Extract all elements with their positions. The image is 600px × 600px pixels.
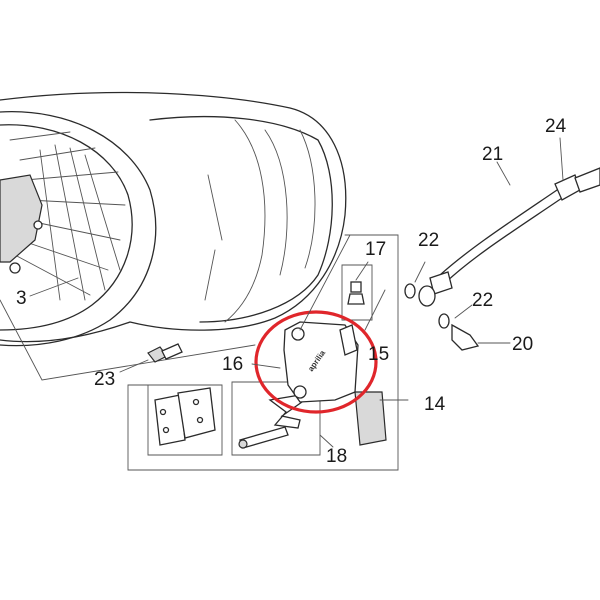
bleed-cap	[350, 281, 362, 293]
hose-end	[574, 167, 600, 193]
bolt-shank	[161, 343, 183, 360]
callout-21: 21	[482, 144, 503, 165]
banjo-bolt-20	[451, 323, 480, 351]
callout-20: 20	[512, 334, 533, 355]
hub-bolt	[9, 262, 21, 274]
bleed-screw	[347, 281, 365, 305]
rim-inner	[0, 124, 133, 331]
wheel-hub	[0, 174, 43, 263]
bolt-23	[147, 343, 183, 363]
pad-hole-2	[162, 426, 170, 434]
wheel-assembly	[0, 91, 347, 347]
callout-24: 24	[545, 116, 567, 137]
tread-groove-3	[299, 129, 316, 269]
brake-caliper: aprilia	[283, 289, 409, 446]
highlight-ring	[254, 310, 378, 414]
callout-16: 16	[222, 354, 243, 375]
leader-16	[251, 363, 281, 369]
leader-18	[319, 434, 334, 448]
washer-22b	[438, 313, 450, 329]
leader-22a	[414, 261, 426, 283]
bleed-box	[341, 264, 373, 321]
pad-hole-4	[196, 416, 204, 424]
group-box	[127, 234, 399, 471]
callout-3: 3	[16, 288, 27, 309]
callout-23: 23	[94, 369, 115, 390]
caliper-fitting	[339, 324, 358, 356]
pad-hole	[159, 408, 167, 416]
brake-hose-top	[439, 187, 561, 276]
leader-17	[355, 261, 369, 281]
pin-head	[238, 439, 248, 449]
brake-pads	[154, 387, 216, 446]
brake-hose-bottom	[444, 195, 566, 284]
leader-caliper	[299, 234, 351, 331]
rim-spokes	[9, 131, 126, 301]
callout-17: 17	[365, 239, 386, 260]
callout-18: 18	[326, 446, 347, 467]
hub-bolt-2	[33, 220, 43, 230]
banjo-eye	[418, 285, 436, 307]
pad-hole-3	[192, 398, 200, 406]
callout-22b: 22	[472, 290, 493, 311]
wheel-leader	[0, 299, 256, 381]
pads-box	[147, 384, 223, 456]
tread-groove-1	[224, 119, 266, 323]
leader-21	[496, 161, 511, 186]
caliper-mount-bottom	[293, 385, 307, 399]
leader-3	[29, 277, 79, 297]
leader-24	[559, 137, 564, 181]
brake-hose-assembly	[299, 137, 600, 351]
rim-outer	[0, 111, 157, 347]
tread-detail	[204, 174, 223, 301]
leader-15	[364, 289, 386, 331]
washer-22a	[404, 283, 416, 299]
caliper-mount-top	[291, 327, 305, 341]
bleed-body	[347, 293, 365, 305]
leader-22b	[454, 304, 473, 319]
fork-leg	[354, 391, 387, 446]
callout-15: 15	[368, 344, 389, 365]
tread-groove-2	[264, 129, 288, 276]
leader-23	[119, 359, 149, 373]
tire-outline	[0, 91, 347, 343]
caliper-body	[283, 321, 359, 403]
callout-14: 14	[424, 394, 446, 415]
brake-pad-1	[154, 394, 186, 446]
tire-side	[149, 115, 333, 323]
callout-22a: 22	[418, 230, 439, 251]
brake-pad-2	[177, 387, 216, 439]
pin-kit	[238, 394, 303, 449]
